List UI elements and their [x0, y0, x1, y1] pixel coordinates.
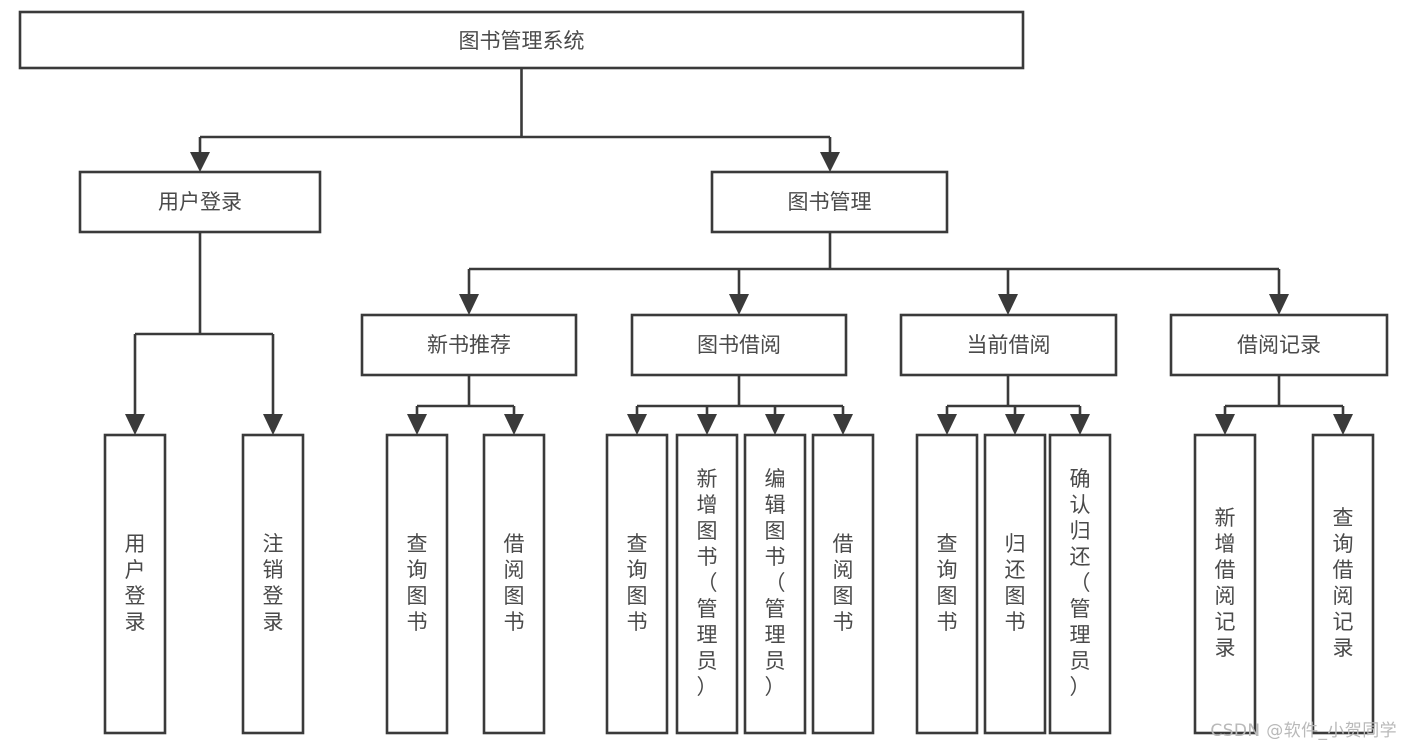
arrow-head-book-manage	[820, 152, 840, 172]
node-leaf-add-record-label: 新增借阅记录	[1215, 506, 1236, 660]
node-book-manage-box[interactable]	[710, 170, 949, 234]
node-leaf-add-record[interactable]: 新增借阅记录	[1193, 433, 1257, 735]
node-leaf-user-login-box[interactable]	[103, 433, 167, 735]
node-current-borrow[interactable]: 当前借阅	[899, 313, 1118, 377]
arrow-head-user-login	[190, 152, 210, 172]
arrow-head-borrow-record	[1269, 294, 1289, 315]
node-current-borrow-box[interactable]	[899, 313, 1118, 377]
node-leaf-borrow-book-2-box[interactable]	[811, 433, 875, 735]
node-leaf-query-record[interactable]: 查询借阅记录	[1311, 433, 1375, 735]
node-new-book-rec-box[interactable]	[360, 313, 578, 377]
arrow-head-leaf-add-record	[1215, 414, 1235, 435]
node-borrow-record[interactable]: 借阅记录	[1169, 313, 1389, 377]
connector-group-root	[190, 68, 840, 172]
node-leaf-query-record-label: 查询借阅记录	[1333, 506, 1354, 660]
node-borrow-record-box[interactable]	[1169, 313, 1389, 377]
csdn-watermark: CSDN @软件_小贺同学	[1210, 721, 1397, 741]
connector-group-user-login	[125, 232, 283, 435]
node-leaf-query-record-box[interactable]	[1311, 433, 1375, 735]
node-leaf-edit-book[interactable]: 编辑图书（管理员）	[743, 433, 807, 735]
node-leaf-query-book-1[interactable]: 查询图书	[385, 433, 449, 735]
node-leaf-query-book-2-label: 查询图书	[627, 532, 648, 634]
node-leaf-query-book-3-label: 查询图书	[937, 532, 958, 634]
node-leaf-query-book-1-label: 查询图书	[407, 532, 428, 634]
node-borrow-record-label: 借阅记录	[1237, 333, 1321, 357]
node-leaf-logout[interactable]: 注销登录	[241, 433, 305, 735]
node-leaf-edit-book-label: 编辑图书（管理员）	[765, 467, 786, 699]
node-leaf-logout-box[interactable]	[241, 433, 305, 735]
node-root-label: 图书管理系统	[459, 29, 585, 53]
connector-group-book-borrow	[627, 375, 853, 435]
node-leaf-add-record-box[interactable]	[1193, 433, 1257, 735]
node-user-login[interactable]: 用户登录	[78, 170, 322, 234]
node-leaf-user-login-label: 用户登录	[125, 532, 146, 634]
node-book-manage[interactable]: 图书管理	[710, 170, 949, 234]
node-root[interactable]: 图书管理系统	[18, 10, 1025, 70]
connector-group-current-borrow	[937, 375, 1090, 435]
connector-group-new-book-rec	[407, 375, 524, 435]
node-leaf-borrow-book-1-label: 借阅图书	[504, 532, 525, 634]
arrow-head-leaf-return-book	[1005, 414, 1025, 435]
node-leaf-borrow-book-1[interactable]: 借阅图书	[482, 433, 546, 735]
node-leaf-query-book-1-box[interactable]	[385, 433, 449, 735]
arrow-head-leaf-query-book-1	[407, 414, 427, 435]
node-leaf-confirm-return-box[interactable]	[1048, 433, 1112, 735]
node-leaf-borrow-book-2-label: 借阅图书	[833, 532, 854, 634]
arrow-head-leaf-query-record	[1333, 414, 1353, 435]
arrow-head-leaf-borrow-book-1	[504, 414, 524, 435]
node-book-borrow[interactable]: 图书借阅	[630, 313, 848, 377]
node-leaf-return-book-label: 归还图书	[1005, 532, 1026, 634]
arrow-head-leaf-borrow-book-2	[833, 414, 853, 435]
node-leaf-add-book-label: 新增图书（管理员）	[697, 467, 718, 699]
node-leaf-confirm-return[interactable]: 确认归还（管理员）	[1048, 433, 1112, 735]
node-user-login-label: 用户登录	[158, 190, 242, 214]
arrow-head-leaf-query-book-2	[627, 414, 647, 435]
node-leaf-edit-book-box[interactable]	[743, 433, 807, 735]
node-leaf-return-book-box[interactable]	[983, 433, 1047, 735]
arrow-head-leaf-user-login	[125, 414, 145, 435]
node-leaf-borrow-book-1-box[interactable]	[482, 433, 546, 735]
node-leaf-add-book[interactable]: 新增图书（管理员）	[675, 433, 739, 735]
arrow-head-leaf-confirm-return	[1070, 414, 1090, 435]
node-leaf-query-book-2[interactable]: 查询图书	[605, 433, 669, 735]
node-leaf-query-book-2-box[interactable]	[605, 433, 669, 735]
arrow-head-book-borrow	[729, 294, 749, 315]
node-user-login-box[interactable]	[78, 170, 322, 234]
node-leaf-borrow-book-2[interactable]: 借阅图书	[811, 433, 875, 735]
node-leaf-user-login[interactable]: 用户登录	[103, 433, 167, 735]
node-leaf-return-book[interactable]: 归还图书	[983, 433, 1047, 735]
arrow-head-new-book-rec	[459, 294, 479, 315]
node-new-book-rec[interactable]: 新书推荐	[360, 313, 578, 377]
arrow-head-leaf-edit-book	[765, 414, 785, 435]
node-leaf-query-book-3[interactable]: 查询图书	[915, 433, 979, 735]
node-book-borrow-label: 图书借阅	[697, 333, 781, 357]
node-root-box[interactable]	[18, 10, 1025, 70]
arrow-head-leaf-query-book-3	[937, 414, 957, 435]
connector-group-book-manage	[459, 232, 1289, 315]
node-book-manage-label: 图书管理	[788, 190, 872, 214]
connector-group-borrow-record	[1215, 375, 1353, 435]
node-leaf-confirm-return-label: 确认归还（管理员）	[1070, 467, 1091, 699]
node-current-borrow-label: 当前借阅	[967, 333, 1051, 357]
node-leaf-logout-label: 注销登录	[263, 532, 284, 634]
node-new-book-rec-label: 新书推荐	[427, 333, 511, 357]
arrow-head-leaf-add-book	[697, 414, 717, 435]
node-leaf-query-book-3-box[interactable]	[915, 433, 979, 735]
node-book-borrow-box[interactable]	[630, 313, 848, 377]
node-leaf-add-book-box[interactable]	[675, 433, 739, 735]
arrow-head-leaf-logout	[263, 414, 283, 435]
arrow-head-current-borrow	[998, 294, 1018, 315]
